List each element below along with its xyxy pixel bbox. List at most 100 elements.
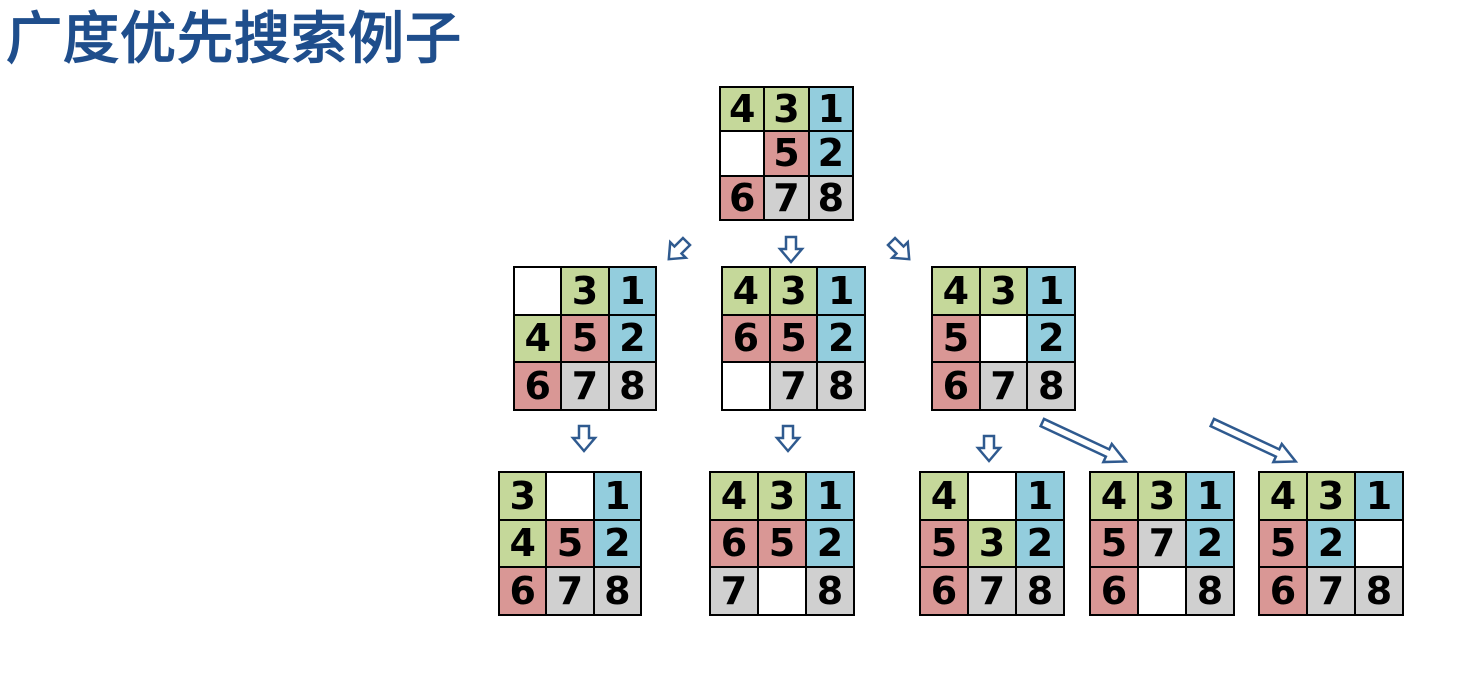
puzzle-cell: 7 [980, 363, 1027, 409]
puzzle-cell: 4 [721, 88, 764, 131]
puzzle-cell-blank [723, 363, 769, 409]
puzzle-cell: 1 [1187, 473, 1233, 519]
puzzle-cell: 6 [721, 176, 764, 219]
puzzle-cell: 6 [500, 568, 546, 614]
puzzle-cell-blank [721, 132, 764, 175]
puzzle-cell: 3 [759, 473, 805, 519]
puzzle-cell: 8 [1028, 363, 1074, 409]
puzzle-cell: 2 [1028, 315, 1074, 362]
puzzle-cell: 5 [1260, 520, 1306, 567]
puzzle-cell: 4 [711, 473, 757, 519]
arrow-down-icon [570, 424, 598, 453]
puzzle-cell: 3 [770, 268, 817, 314]
puzzle-cell: 1 [1028, 268, 1074, 314]
puzzle-cell: 8 [818, 363, 864, 409]
puzzle-cell: 7 [969, 568, 1015, 614]
puzzle-cell: 6 [515, 363, 561, 409]
puzzle-cell: 3 [1139, 473, 1185, 519]
arrow-down-icon [975, 434, 1003, 463]
puzzle-cell: 6 [1260, 568, 1306, 614]
puzzle-cell: 7 [770, 363, 817, 409]
puzzle-cell: 2 [809, 132, 852, 175]
puzzle-cell: 8 [609, 363, 655, 409]
arrow-down-icon [774, 424, 802, 453]
puzzle-cell: 1 [818, 268, 864, 314]
puzzle-cell: 6 [711, 520, 757, 567]
puzzle-cell: 7 [562, 363, 608, 409]
puzzle-cell: 8 [1017, 568, 1063, 614]
arrow-down-icon [777, 235, 805, 264]
puzzle-cell: 8 [594, 568, 640, 614]
puzzle-cell: 8 [807, 568, 853, 614]
puzzle-cell: 4 [933, 268, 979, 314]
puzzle-cell: 6 [921, 568, 967, 614]
puzzle-cell-blank [1356, 520, 1402, 567]
puzzle-cell: 5 [770, 315, 817, 362]
puzzle-cell: 6 [933, 363, 979, 409]
puzzle-cell: 8 [1356, 568, 1402, 614]
puzzle-cell: 2 [1187, 520, 1233, 567]
puzzle-cell: 5 [765, 132, 808, 175]
puzzle-cell-blank [515, 268, 561, 314]
puzzle-cell: 3 [765, 88, 808, 131]
puzzle-cell: 5 [562, 315, 608, 362]
puzzle-cell: 1 [594, 473, 640, 519]
puzzle-cell: 2 [594, 520, 640, 567]
puzzle-cell-blank [759, 568, 805, 614]
puzzle-cell: 5 [933, 315, 979, 362]
puzzle-cell: 4 [723, 268, 769, 314]
puzzle-cell: 5 [547, 520, 593, 567]
puzzle-cell-blank [547, 473, 593, 519]
puzzle-cell: 4 [1091, 473, 1137, 519]
puzzle-cell: 1 [807, 473, 853, 519]
arrow-long-diagonal-icon [1208, 417, 1299, 464]
puzzle-cell: 4 [515, 315, 561, 362]
puzzle-cell-blank [980, 315, 1027, 362]
arrow-long-diagonal-icon [1038, 417, 1129, 464]
puzzle-cell: 1 [609, 268, 655, 314]
puzzle-cell: 1 [1017, 473, 1063, 519]
puzzle-cell: 5 [921, 520, 967, 567]
puzzle-cell: 3 [562, 268, 608, 314]
puzzle-cell: 3 [1308, 473, 1354, 519]
puzzle-cell-blank [1139, 568, 1185, 614]
puzzle-cell: 4 [921, 473, 967, 519]
puzzle-cell: 2 [818, 315, 864, 362]
puzzle-cell: 8 [809, 176, 852, 219]
page-title: 广度优先搜索例子 [6, 7, 462, 72]
puzzle-cell: 6 [1091, 568, 1137, 614]
puzzle-cell: 3 [500, 473, 546, 519]
arrow-down-right-icon [886, 236, 911, 261]
puzzle-cell: 2 [1308, 520, 1354, 567]
puzzle-cell: 7 [547, 568, 593, 614]
puzzle-cell: 7 [711, 568, 757, 614]
puzzle-cell: 3 [980, 268, 1027, 314]
puzzle-cell-blank [969, 473, 1015, 519]
arrow-down-left-icon [667, 236, 692, 261]
puzzle-cell: 2 [609, 315, 655, 362]
puzzle-cell: 2 [1017, 520, 1063, 567]
puzzle-cell: 3 [969, 520, 1015, 567]
puzzle-cell: 2 [807, 520, 853, 567]
puzzle-cell: 7 [1139, 520, 1185, 567]
puzzle-cell: 7 [765, 176, 808, 219]
puzzle-cell: 4 [500, 520, 546, 567]
puzzle-cell: 5 [1091, 520, 1137, 567]
puzzle-cell: 1 [1356, 473, 1402, 519]
puzzle-cell: 7 [1308, 568, 1354, 614]
puzzle-cell: 6 [723, 315, 769, 362]
puzzle-cell: 4 [1260, 473, 1306, 519]
puzzle-cell: 1 [809, 88, 852, 131]
puzzle-cell: 5 [759, 520, 805, 567]
puzzle-cell: 8 [1187, 568, 1233, 614]
